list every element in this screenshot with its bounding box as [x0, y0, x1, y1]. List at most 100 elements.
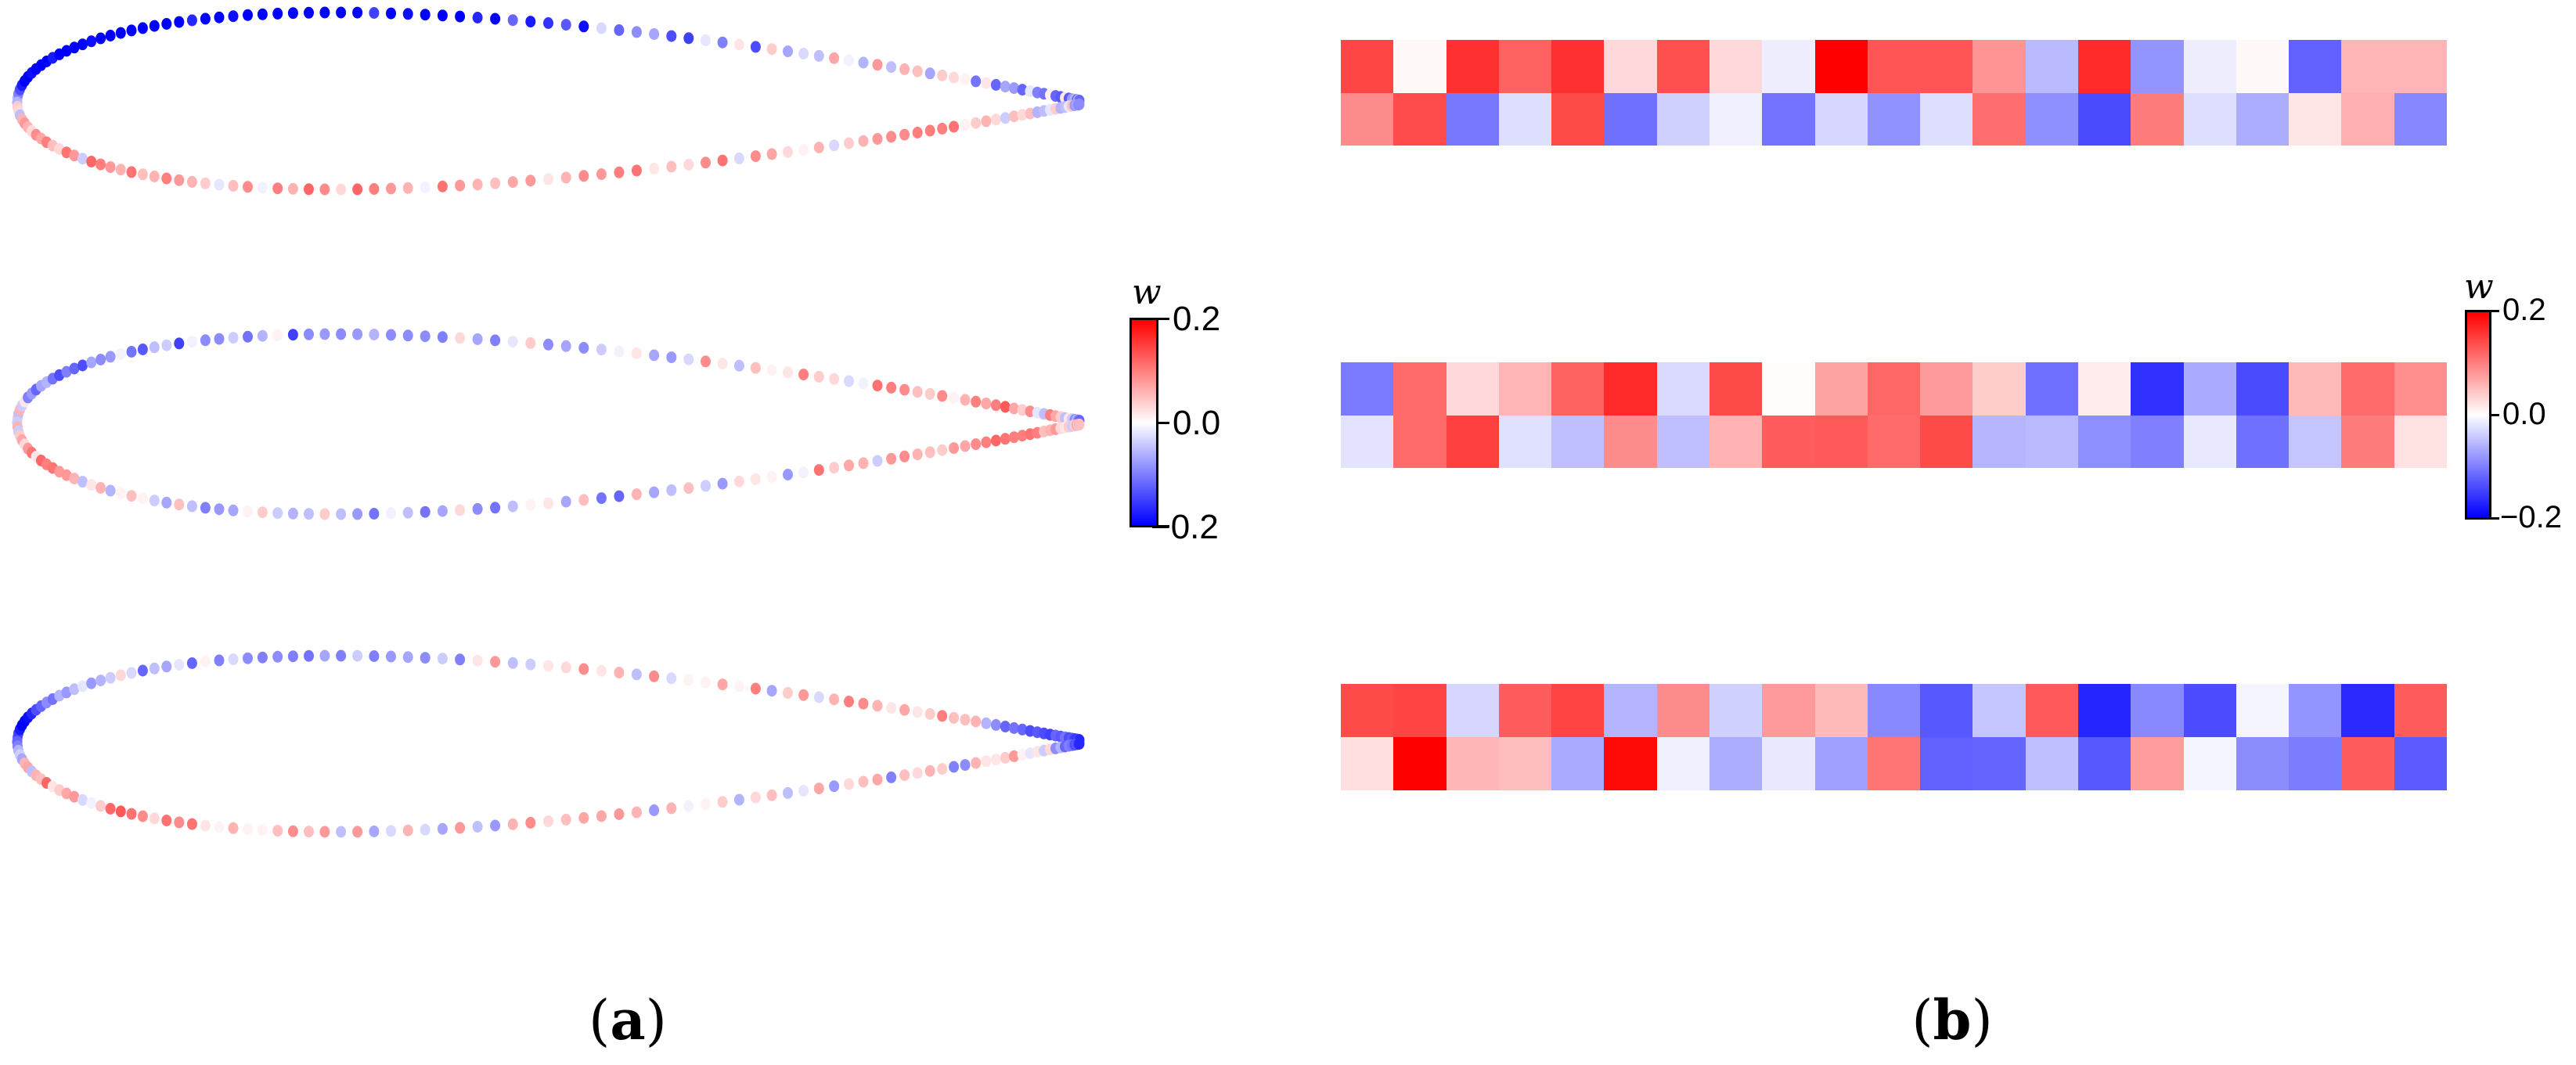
airfoil-point	[386, 182, 396, 195]
airfoil-point	[766, 364, 777, 376]
heatmap-cell	[2077, 684, 2131, 737]
airfoil-point	[614, 667, 625, 678]
airfoil-point	[1009, 402, 1019, 415]
airfoil-point	[899, 128, 910, 141]
airfoil-point	[161, 172, 172, 185]
airfoil-point	[336, 508, 347, 520]
heatmap-cell	[1656, 684, 1710, 737]
airfoil-point	[899, 703, 910, 716]
heatmap-cell	[2077, 737, 2131, 790]
heatmap-cell	[1867, 40, 1921, 93]
airfoil-point	[186, 500, 197, 513]
airfoil-point	[1009, 721, 1019, 734]
airfoil-point	[912, 65, 923, 77]
airfoil-point	[437, 822, 448, 835]
airfoil-point	[701, 676, 711, 689]
heatmap-cell	[2183, 737, 2236, 790]
heatmap-cell	[2183, 684, 2236, 737]
airfoil-point	[844, 696, 854, 707]
airfoil-point	[174, 174, 185, 186]
airfoil-point	[666, 672, 677, 685]
airfoil-point	[472, 821, 483, 833]
airfoil-point	[701, 157, 711, 169]
airfoil-point	[126, 490, 137, 502]
heatmap-cell	[1814, 684, 1868, 737]
airfoil-point	[77, 359, 88, 372]
airfoil-point	[872, 380, 883, 392]
airfoil-point	[829, 462, 840, 474]
airfoil-point	[69, 362, 80, 375]
heatmap-cell	[1656, 415, 1710, 468]
heatmap-cell	[2183, 362, 2236, 416]
airfoil-point	[369, 508, 380, 520]
airfoil-point	[990, 399, 1001, 412]
airfoil-point	[683, 158, 694, 171]
heatmap-cell	[2131, 684, 2184, 737]
airfoil-point	[899, 450, 910, 462]
airfoil-point	[578, 663, 589, 675]
airfoil-point	[490, 656, 501, 668]
airfoil-point	[319, 508, 330, 520]
airfoil-point	[69, 41, 80, 54]
airfoil-point	[960, 394, 971, 406]
airfoil-point	[783, 786, 793, 799]
heatmap-cell	[1867, 92, 1921, 146]
heatmap-cell	[1393, 362, 1447, 416]
colorbar-b-label-max: 0.2	[2502, 293, 2546, 327]
airfoil-point	[228, 180, 239, 192]
airfoil-point	[960, 73, 971, 85]
airfoil-point	[886, 771, 897, 783]
airfoil-point	[886, 452, 897, 465]
airfoil-point	[186, 175, 197, 188]
airfoil-point	[899, 383, 910, 396]
airfoil-point	[981, 77, 992, 89]
heatmap-cell	[1920, 684, 1973, 737]
airfoil-point	[336, 826, 347, 838]
airfoil-point	[872, 773, 883, 786]
heatmap-cell	[2077, 415, 2131, 468]
heatmap-cell	[1814, 415, 1868, 468]
airfoil-point	[115, 348, 126, 361]
airfoil-point	[666, 351, 677, 364]
airfoil-point	[596, 168, 607, 181]
airfoil-point	[69, 149, 80, 162]
airfoil-point	[1017, 404, 1028, 416]
heatmap-cell	[2077, 92, 2131, 146]
airfoil-point	[161, 815, 172, 826]
airfoil-point	[960, 119, 971, 131]
airfoil-point	[960, 759, 971, 772]
airfoil-point	[525, 816, 536, 829]
heatmap-cell	[1814, 362, 1868, 416]
airfoil-3	[12, 649, 1085, 838]
heatmap-cell	[1604, 362, 1657, 416]
airfoil-point	[614, 808, 625, 820]
heatmap-cell	[1709, 40, 1763, 93]
airfoil-point	[971, 395, 982, 408]
airfoil-point	[490, 177, 501, 189]
airfoil-point	[912, 127, 923, 139]
airfoil-point	[614, 24, 625, 36]
airfoil-point	[596, 492, 607, 505]
airfoil-point	[437, 505, 448, 517]
airfoil-point	[304, 6, 314, 19]
airfoil-point	[336, 328, 347, 340]
airfoil-point	[287, 182, 298, 195]
airfoil-point	[649, 349, 660, 362]
airfoil-point	[924, 446, 935, 459]
airfoil-point	[137, 664, 148, 677]
airfoil-point	[115, 805, 126, 818]
airfoil-point	[560, 813, 571, 826]
airfoil-point	[631, 668, 642, 681]
airfoil-point	[912, 706, 923, 718]
heatmap-cell	[1656, 40, 1710, 93]
heatmap-cell	[1709, 737, 1763, 790]
airfoil-point	[683, 353, 694, 365]
airfoil-point	[937, 763, 948, 775]
airfoil-point	[402, 329, 413, 342]
airfoil-point	[69, 683, 80, 696]
airfoil-point	[149, 495, 160, 507]
heatmap-cell	[2131, 92, 2184, 146]
airfoil-point	[69, 790, 80, 803]
heatmap-cell	[2183, 92, 2236, 146]
airfoil-point	[981, 717, 992, 729]
